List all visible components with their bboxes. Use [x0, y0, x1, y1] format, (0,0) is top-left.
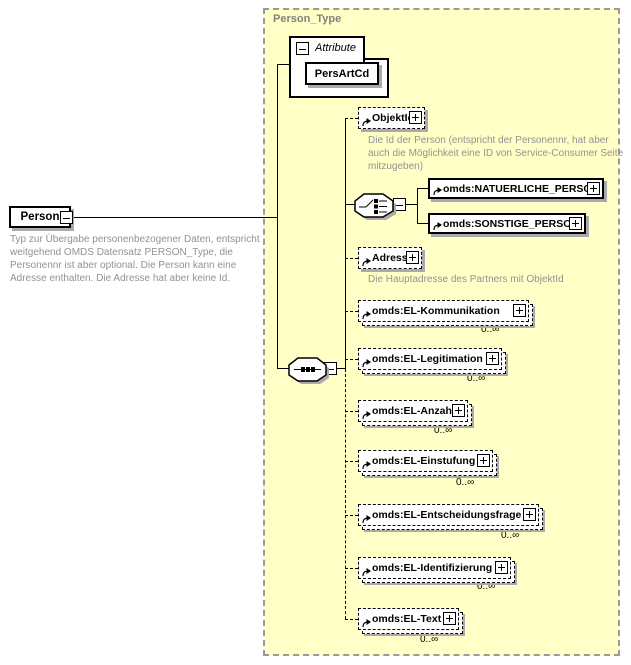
person-type-container [263, 8, 620, 656]
connector-line [278, 368, 289, 369]
connector-line [345, 118, 346, 369]
connector-line [345, 204, 355, 205]
occurrence-label: 0..∞ [434, 425, 453, 436]
element-adresse[interactable]: Adresse [358, 247, 422, 269]
collapse-minus-icon[interactable] [296, 42, 309, 55]
element-description: Typ zur Übergabe personenbezogener Daten… [10, 234, 260, 284]
connector-line [417, 188, 418, 224]
attribute-persartcd[interactable]: PersArtCd [305, 62, 379, 85]
element-el-entscheidungsfrage[interactable]: omds:EL-Entscheidungsfrage [358, 504, 543, 530]
connector-line [417, 188, 428, 189]
element-el-anzahl[interactable]: omds:EL-Anzahl [358, 400, 472, 426]
element-label: omds:EL-Kommunikation [372, 305, 500, 317]
expand-plus-icon[interactable] [587, 181, 600, 195]
connector-line [345, 619, 358, 620]
element-label: ObjektId [372, 112, 415, 124]
attribute-group-tab: Attribute [289, 36, 365, 62]
occurrence-label: 0..∞ [481, 324, 500, 335]
element-objektid[interactable]: ObjektId [358, 107, 425, 129]
connector-line [73, 217, 277, 218]
collapse-minus-icon[interactable] [60, 211, 73, 224]
sequence-compositor [287, 355, 331, 390]
element-sonstige-person[interactable]: omds:SONSTIGE_PERSON [428, 213, 586, 234]
connector-line [345, 515, 358, 516]
element-person[interactable]: Person [9, 206, 71, 228]
connector-line [345, 118, 358, 119]
reference-arrow-icon [362, 411, 371, 420]
element-label: omds:EL-Text [372, 613, 442, 625]
element-label: Person [20, 211, 60, 223]
person-type-label: Person_Type [273, 13, 342, 25]
element-label: omds:EL-Einstufung [372, 455, 476, 467]
element-label: Adresse [372, 252, 414, 264]
connector-line [345, 461, 358, 462]
reference-arrow-icon [362, 359, 371, 368]
attribute-group-label: Attribute [315, 42, 356, 54]
connector-line [345, 369, 346, 619]
reference-arrow-icon [362, 568, 371, 577]
choice-icon [354, 193, 396, 220]
reference-arrow-icon [362, 258, 371, 267]
expand-plus-icon[interactable] [569, 216, 582, 230]
connector-line [277, 64, 278, 369]
expand-plus-icon[interactable] [452, 404, 465, 417]
element-el-kommunikation[interactable]: omds:EL-Kommunikation [358, 300, 533, 326]
connector-line [345, 311, 358, 312]
element-label: omds:EL-Legitimation [372, 353, 483, 365]
element-description: Die Hauptadresse des Partners mit Objekt… [368, 274, 564, 285]
occurrence-label: 0..∞ [501, 530, 520, 541]
expand-plus-icon[interactable] [477, 454, 490, 467]
occurrence-label: 0..∞ [456, 477, 475, 488]
element-label: omds:NATUERLICHE_PERSON [443, 182, 600, 195]
connector-line [417, 223, 428, 224]
expand-plus-icon[interactable] [513, 304, 526, 317]
reference-arrow-icon [433, 187, 442, 196]
element-el-identifizierung[interactable]: omds:EL-Identifizierung [358, 557, 515, 583]
connector-line [337, 368, 346, 369]
expand-plus-icon[interactable] [409, 111, 422, 124]
element-natuerliche-person[interactable]: omds:NATUERLICHE_PERSON [428, 178, 604, 199]
expand-plus-icon[interactable] [406, 251, 419, 264]
expand-plus-icon[interactable] [523, 508, 536, 521]
element-el-einstufung[interactable]: omds:EL-Einstufung [358, 450, 497, 476]
element-el-text[interactable]: omds:EL-Text [358, 608, 463, 634]
attribute-label: PersArtCd [314, 67, 370, 80]
element-label: omds:EL-Anzahl [372, 405, 455, 417]
connector-line [345, 258, 358, 259]
element-description: Die Id der Person (entspricht der Person… [368, 135, 624, 172]
element-label: omds:SONSTIGE_PERSON [443, 217, 579, 230]
connector-line [345, 359, 358, 360]
element-label: omds:EL-Entscheidungsfrage [372, 509, 522, 521]
occurrence-label: 0..∞ [477, 581, 496, 592]
sequence-icon [288, 357, 329, 384]
element-label: omds:EL-Identifizierung [372, 562, 493, 574]
choice-compositor [353, 191, 399, 226]
expand-plus-icon[interactable] [486, 352, 499, 365]
connector-line [345, 411, 358, 412]
reference-arrow-icon [433, 222, 442, 231]
connector-line [277, 64, 290, 65]
connector-line [406, 204, 418, 205]
occurrence-label: 0..∞ [420, 634, 439, 645]
occurrence-label: 0..∞ [467, 373, 486, 384]
reference-arrow-icon [362, 461, 371, 470]
reference-arrow-icon [362, 619, 371, 628]
element-el-legitimation[interactable]: omds:EL-Legitimation [358, 348, 506, 374]
reference-arrow-icon [362, 118, 371, 127]
reference-arrow-icon [362, 311, 371, 320]
reference-arrow-icon [362, 515, 371, 524]
expand-plus-icon[interactable] [443, 612, 456, 625]
expand-plus-icon[interactable] [495, 561, 508, 574]
connector-line [345, 568, 358, 569]
